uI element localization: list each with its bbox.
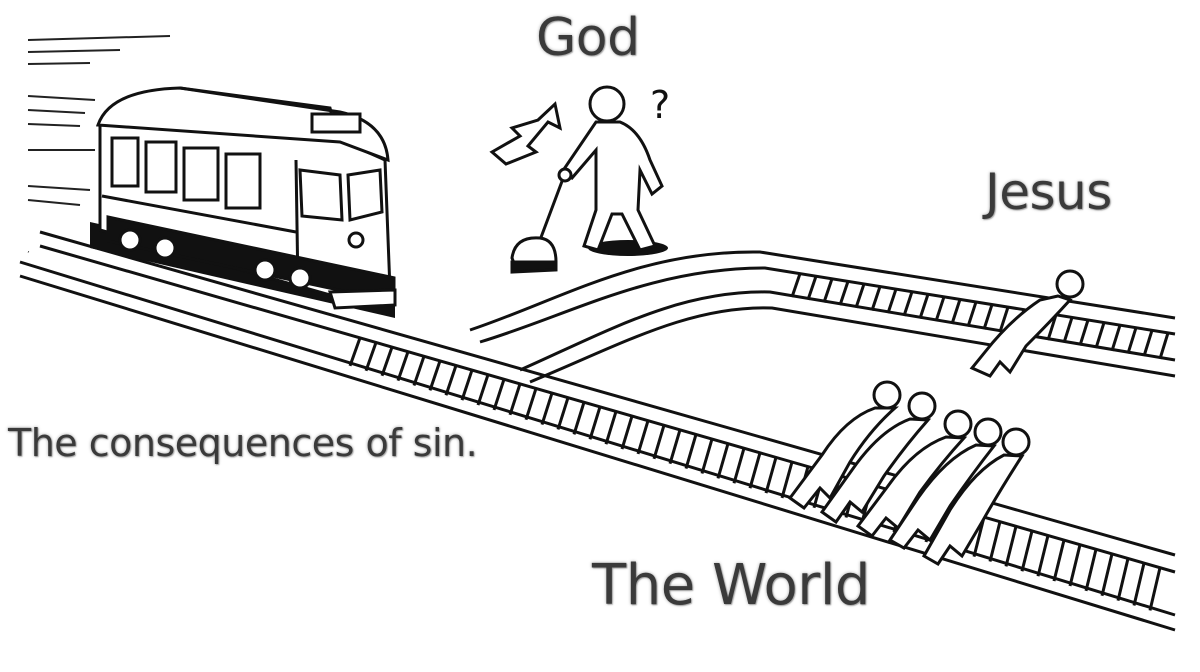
lever-icon bbox=[510, 167, 573, 274]
question-mark: ? bbox=[650, 83, 670, 127]
world-figures bbox=[787, 380, 1031, 566]
caption-jesus: Jesus bbox=[985, 163, 1112, 221]
trolley-icon bbox=[90, 86, 397, 318]
curved-double-arrow-icon bbox=[489, 101, 563, 166]
caption-the-world: The World bbox=[592, 553, 870, 618]
caption-god: God bbox=[536, 8, 640, 68]
branch-track bbox=[469, 250, 1176, 384]
jesus-figure bbox=[969, 269, 1085, 378]
god-figure bbox=[559, 85, 668, 256]
caption-consequences-of-sin: The consequences of sin. bbox=[8, 421, 478, 465]
